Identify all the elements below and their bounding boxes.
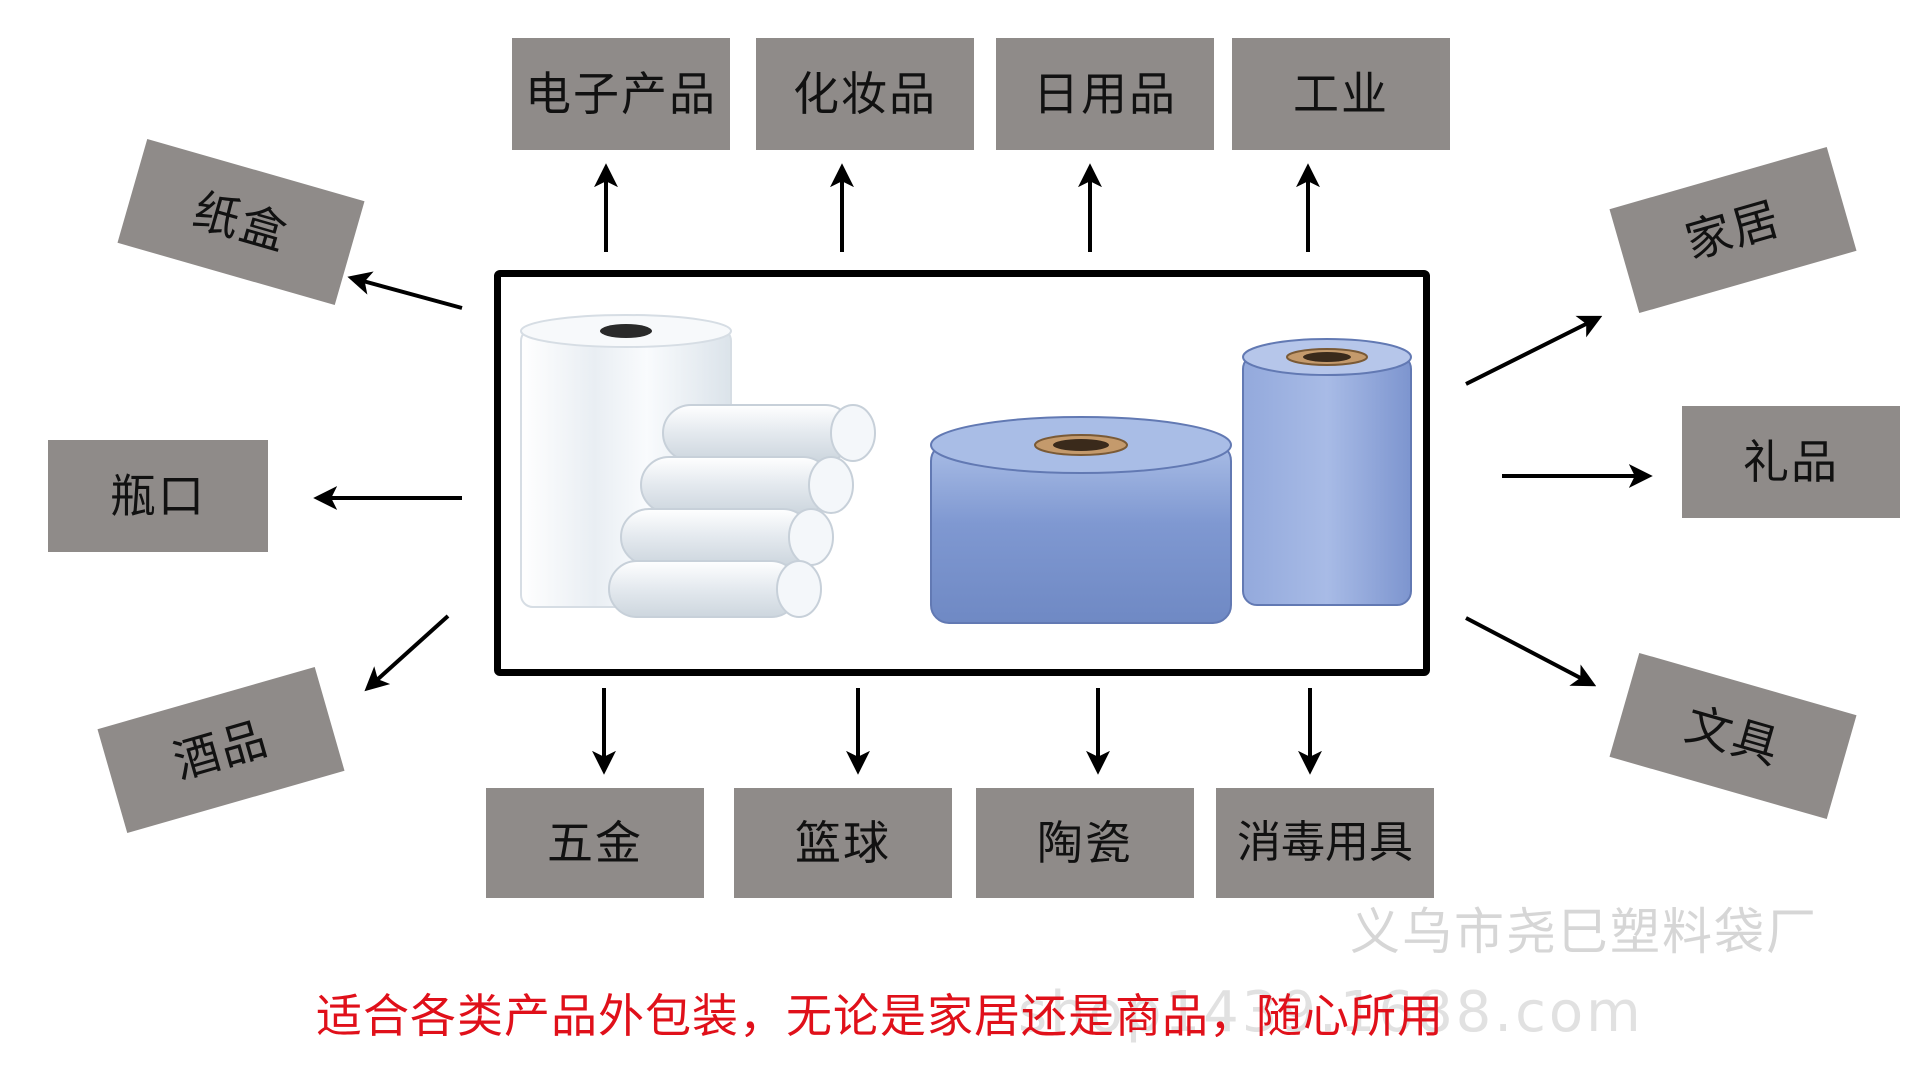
clear-tube-stack [608, 404, 876, 618]
label-gift-text: 礼品 [1743, 435, 1839, 489]
label-disinfection-tools: 消毒用具 [1216, 788, 1434, 898]
label-ceramics-text: 陶瓷 [1037, 816, 1133, 870]
label-industry: 工业 [1232, 38, 1450, 150]
label-basketball-text: 篮球 [795, 816, 891, 870]
arrow-to-paper-box [347, 271, 463, 310]
footer-caption: 适合各类产品外包装，无论是家居还是商品，随心所用 [316, 989, 1444, 1043]
label-hardware: 五金 [486, 788, 704, 898]
label-electronics-text: 电子产品 [525, 67, 717, 121]
product-illustration [520, 314, 1412, 624]
label-cosmetics-text: 化妆品 [793, 67, 937, 121]
label-disinfection-tools-text: 消毒用具 [1237, 817, 1413, 868]
watermark-url: shop1439.1688.com [1018, 980, 1644, 1045]
product-image-frame [494, 270, 1430, 676]
arrow-to-stationery [1465, 616, 1597, 687]
label-hardware-text: 五金 [547, 816, 643, 870]
label-ceramics: 陶瓷 [976, 788, 1194, 898]
label-industry-text: 工业 [1293, 67, 1389, 121]
label-daily-goods: 日用品 [996, 38, 1214, 150]
blue-film-roll-tall [1242, 338, 1412, 606]
label-electronics: 电子产品 [512, 38, 730, 150]
label-basketball: 篮球 [734, 788, 952, 898]
label-cosmetics: 化妆品 [756, 38, 974, 150]
label-gift: 礼品 [1682, 406, 1900, 518]
blue-film-roll-wide [930, 416, 1232, 624]
watermark-company: 义乌市尧巳塑料袋厂 [1350, 903, 1818, 961]
label-daily-goods-text: 日用品 [1033, 67, 1177, 121]
label-bottle-mouth: 瓶口 [48, 440, 268, 552]
arrow-to-liquor [364, 614, 450, 692]
label-bottle-mouth-text: 瓶口 [110, 469, 206, 523]
arrow-to-home [1465, 315, 1603, 386]
